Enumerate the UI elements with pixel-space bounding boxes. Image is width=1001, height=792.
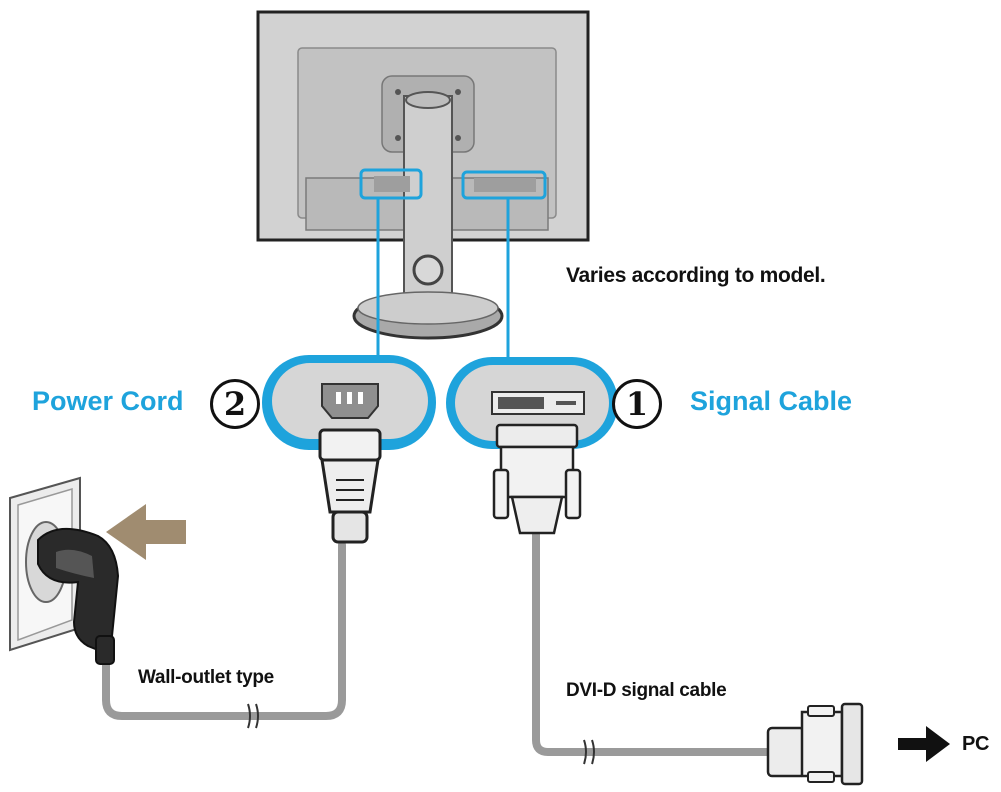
signal-cable-label: Signal Cable [690, 386, 853, 416]
wall-outlet-label: Wall-outlet type [138, 667, 274, 688]
power-socket-callout [262, 355, 436, 450]
power-cord-label: Power Cord [32, 386, 184, 416]
arrow-right-icon [898, 726, 950, 762]
monitor-back [256, 10, 590, 358]
power-cord-number-badge: 2 [210, 379, 260, 429]
signal-cable-number-badge: 1 [612, 379, 662, 429]
power-cord [102, 428, 382, 729]
dvi-connector-icon [492, 423, 582, 535]
dvi-pc-connector-icon [766, 702, 864, 786]
wall-plug-icon [37, 527, 120, 665]
dvi-port-icon [491, 391, 585, 415]
pc-label: PC [962, 733, 990, 755]
model-note: Varies according to model. [566, 264, 826, 287]
arrow-left-icon [106, 504, 186, 560]
power-plug-icon [318, 428, 382, 544]
dvi-cable [492, 423, 864, 786]
dvi-cable-label: DVI-D signal cable [566, 680, 727, 701]
